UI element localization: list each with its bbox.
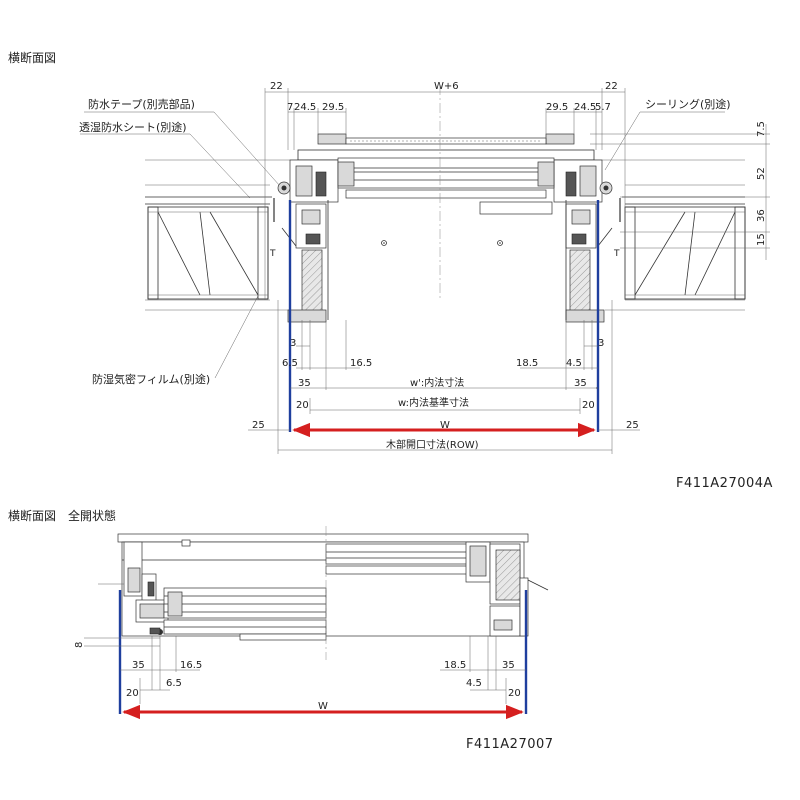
dim-right-25: 25 [626,420,639,431]
dim-b-right-20: 20 [508,688,521,699]
dim-w-plus-6: W+6 [434,81,459,92]
dim-b-right-35: 35 [502,660,515,671]
bottom-dimension-lines [84,583,526,704]
dim-right-35: 35 [574,378,587,389]
dim-right-20: 20 [582,400,595,411]
dim-right-4-5: 4.5 [566,358,582,369]
t-mark-right: T [613,249,620,259]
dim-left-7: 7 [287,102,293,113]
dim-left-6-5: 6.5 [282,358,298,369]
window-frame-top [273,133,621,323]
dim-w-top: W [440,420,450,431]
callout-sealing: シーリング(別途) [645,97,731,111]
dim-b-left-16-5: 16.5 [180,660,202,671]
dim-v-52: 52 [756,167,767,180]
dim-right-5-7: 5.7 [595,102,611,113]
t-mark-left: T [269,249,276,259]
callout-vapor-film: 防湿気密フィルム(別途) [92,372,210,386]
dim-row: 木部開口寸法(ROW) [386,438,479,451]
dim-b-left-6-5: 6.5 [166,678,182,689]
dim-b-w: W [318,701,328,712]
bottom-drawing-code: F411A27007 [466,737,554,752]
top-section-title: 横断面図 [8,50,56,65]
dim-left-16-5: 16.5 [350,358,372,369]
dim-left-24-5: 24.5 [294,102,316,113]
right-wall-studs [624,206,746,300]
dim-b-left-20: 20 [126,688,139,699]
callout-breathable-sheet: 透湿防水シート(別途) [79,120,187,134]
dim-right-29-5: 29.5 [546,102,568,113]
dim-b-right-4-5: 4.5 [466,678,482,689]
dim-b-right-18-5: 18.5 [444,660,466,671]
dim-b-left-35: 35 [132,660,145,671]
dim-right-24-5: 24.5 [574,102,596,113]
dim-right-3: 3 [598,338,604,349]
bottom-section-title: 横断面図 全開状態 [8,508,116,523]
dim-inner-std: w:内法基準寸法 [398,396,469,409]
left-wall-studs [147,206,269,300]
dim-right-22: 22 [605,81,618,92]
top-drawing-code: F411A27004A [676,476,773,491]
dim-left-20: 20 [296,400,309,411]
dim-left-22: 22 [270,81,283,92]
dim-right-18-5: 18.5 [516,358,538,369]
callout-waterproof-tape: 防水テープ(別売部品) [88,97,195,111]
window-frame-open [117,533,549,641]
callout-leader-lines [80,111,725,379]
dim-b-v-8: 8 [74,642,85,648]
dim-left-35: 35 [298,378,311,389]
dim-v-7-5: 7.5 [756,121,767,137]
dim-left-3: 3 [290,338,296,349]
dim-v-36: 36 [756,209,767,222]
dim-left-25: 25 [252,420,265,431]
top-dimension-lines [248,88,770,454]
dim-v-15: 15 [756,233,767,246]
dim-inner-clear: w':内法寸法 [410,376,464,389]
dim-left-29-5: 29.5 [322,102,344,113]
